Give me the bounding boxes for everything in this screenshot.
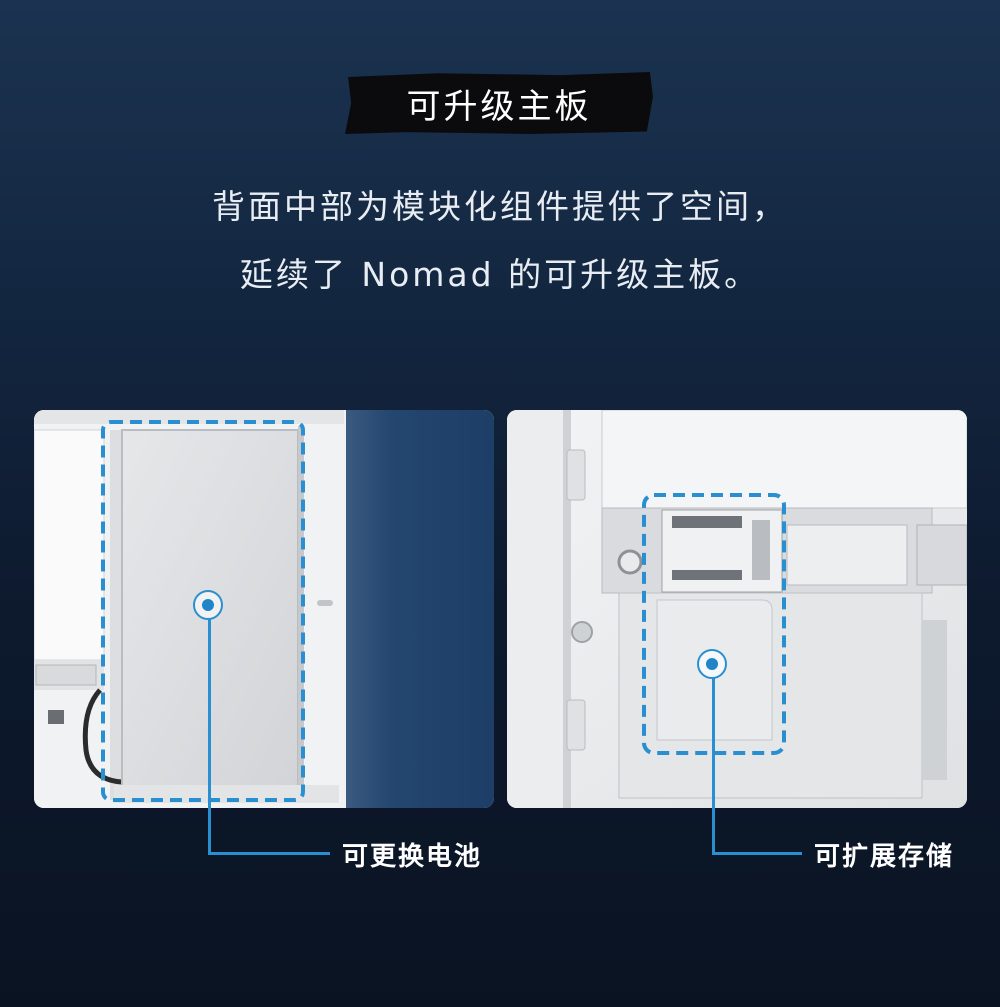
storage-photo-panel: [507, 410, 967, 808]
battery-leader-horizontal: [208, 852, 330, 855]
battery-label: 可更换电池: [342, 842, 483, 872]
title-badge: 可升级主板: [345, 72, 653, 134]
page-title: 可升级主板: [406, 86, 592, 127]
battery-photo-panel: [34, 410, 494, 808]
storage-marker-dot: [697, 649, 727, 679]
battery-illustration: [34, 410, 494, 808]
storage-leader-horizontal: [712, 852, 802, 855]
battery-leader-vertical: [208, 618, 211, 854]
battery-marker-dot: [193, 590, 223, 620]
storage-illustration: [507, 410, 967, 808]
description-line-2: 延续了 Nomad 的可升级主板。: [239, 255, 761, 294]
storage-label: 可扩展存储: [814, 842, 955, 872]
storage-leader-vertical: [712, 678, 715, 854]
description-line-1: 背面中部为模块化组件提供了空间，: [212, 187, 788, 226]
